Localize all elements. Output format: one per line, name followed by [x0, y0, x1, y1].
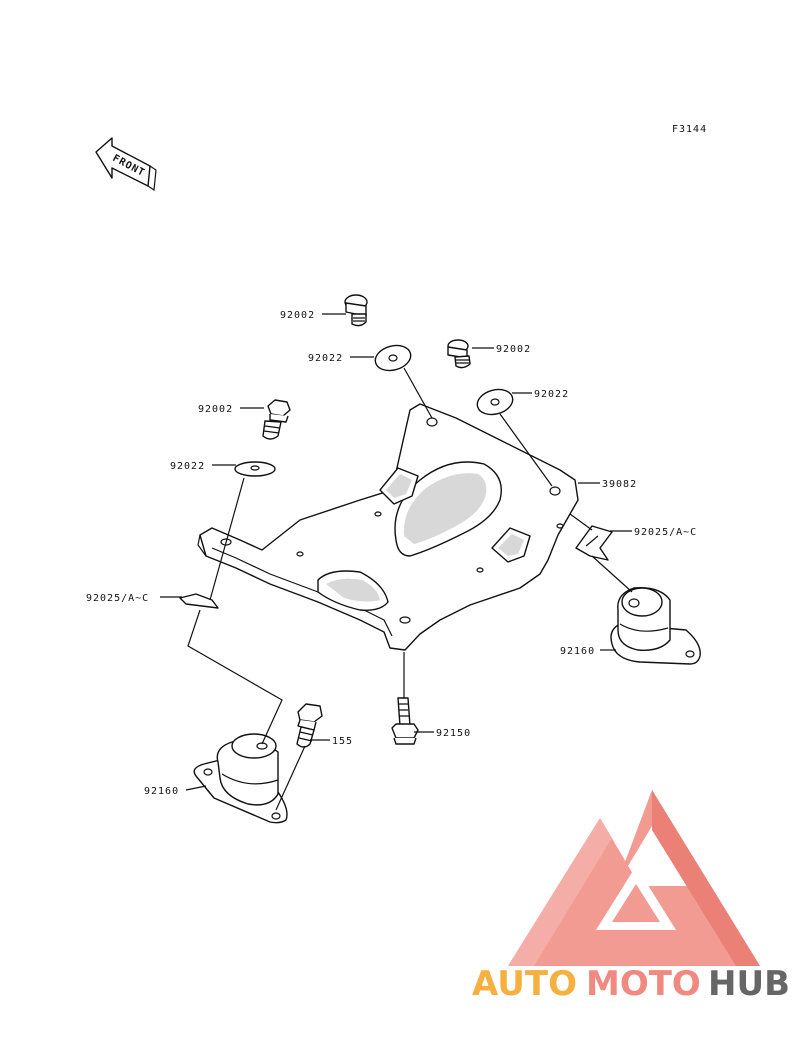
- watermark-moto: MOTO: [586, 964, 701, 1004]
- callout-92022-left: 92022: [170, 461, 205, 472]
- callout-92002-top: 92002: [280, 310, 315, 321]
- callout-92022-top: 92022: [308, 353, 343, 364]
- engine-mount-92160-left: [193, 733, 288, 824]
- bolt-92002-left: [262, 399, 291, 440]
- washer-92022-right: [476, 388, 514, 416]
- watermark-hub: HUB: [708, 964, 790, 1004]
- callout-92025-left: 92025/A~C: [86, 593, 149, 604]
- callout-92150: 92150: [436, 728, 471, 739]
- clip-92025-right: [575, 525, 613, 561]
- washer-92022-top: [374, 344, 412, 372]
- callout-92025-right: 92025/A~C: [634, 527, 697, 538]
- figure-code: F3144: [672, 124, 707, 135]
- callout-155: 155: [332, 736, 353, 747]
- front-arrow-icon: FRONT: [95, 137, 157, 192]
- bolt-92150: [391, 697, 419, 745]
- callout-92160-left: 92160: [144, 786, 179, 797]
- bracket-39082: [197, 403, 579, 651]
- washer-92022-left: [234, 461, 276, 477]
- clip-92025-left: [179, 593, 219, 609]
- watermark-text: AUTO MOTO HUB: [472, 964, 790, 1004]
- watermark-logo: [508, 790, 760, 966]
- bolt-92002-top: [344, 294, 368, 327]
- bolt-92002-right: [447, 339, 471, 369]
- callout-92022-right: 92022: [534, 389, 569, 400]
- callout-92160-right: 92160: [560, 646, 595, 657]
- callout-92002-left: 92002: [198, 404, 233, 415]
- callout-92002-right: 92002: [496, 344, 531, 355]
- callout-39082: 39082: [602, 479, 637, 490]
- engine-mount-92160-right: [610, 587, 701, 665]
- bolt-155: [296, 703, 323, 748]
- watermark-auto: AUTO: [472, 964, 577, 1004]
